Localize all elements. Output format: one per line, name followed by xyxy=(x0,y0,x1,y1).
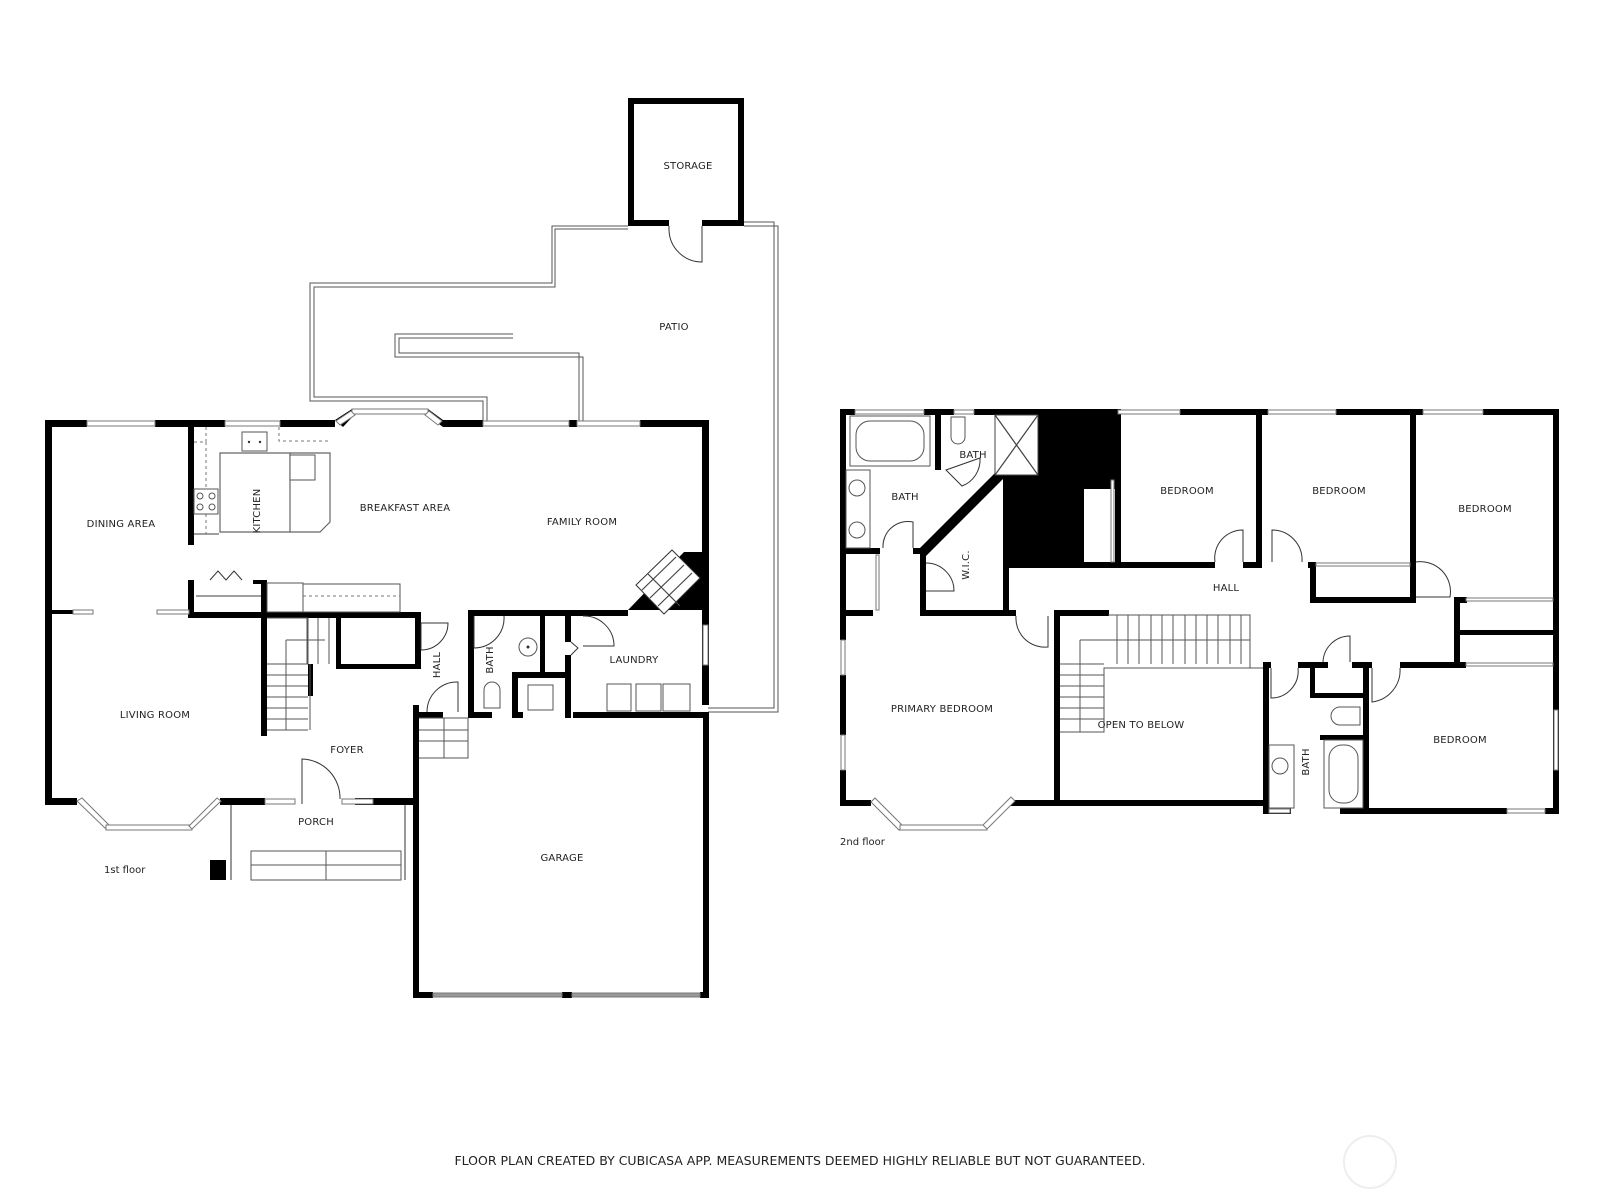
first-floor: STORAGE PATIO DINING AREA KITCHEN BREAKF… xyxy=(45,98,779,998)
breakfast-bay-window-icon xyxy=(335,408,443,427)
room-label-hall: HALL xyxy=(1213,583,1240,594)
room-label-bath: BATH xyxy=(485,646,496,673)
second-floor: BATH BATH W.I.C. BEDROOM BEDROOM BEDROOM… xyxy=(840,409,1559,848)
door-icon xyxy=(426,681,459,713)
room-label-bedroom-2: BEDROOM xyxy=(1312,486,1366,497)
door-icon xyxy=(1371,667,1401,703)
room-label-family-room: FAMILY ROOM xyxy=(547,517,617,528)
living-bay-window-icon xyxy=(76,797,222,831)
sliding-door-icon xyxy=(482,420,570,427)
room-label-garage: GARAGE xyxy=(540,853,583,864)
stove-icon xyxy=(193,488,219,515)
sink-icon xyxy=(241,431,268,452)
front-door-icon xyxy=(301,758,341,804)
toilet-icon xyxy=(950,416,966,445)
kitchen-fixtures xyxy=(193,427,401,613)
staircase-icon xyxy=(267,617,469,759)
door-icon xyxy=(1271,529,1303,563)
room-label-bath-hall: BATH xyxy=(1301,748,1312,775)
room-label-living-room: LIVING ROOM xyxy=(120,710,190,721)
floor-label-2nd: 2nd floor xyxy=(840,837,886,848)
room-label-laundry: LAUNDRY xyxy=(610,655,660,666)
window-icon xyxy=(224,420,281,427)
room-label-primary-bedroom: PRIMARY BEDROOM xyxy=(891,704,993,715)
room-label-bath-primary: BATH xyxy=(891,492,918,503)
room-label-storage: STORAGE xyxy=(663,161,712,172)
window-icon xyxy=(341,798,374,805)
disclaimer-text: FLOOR PLAN CREATED BY CUBICASA APP. MEAS… xyxy=(454,1153,1145,1168)
room-label-patio: PATIO xyxy=(659,322,688,333)
window-icon xyxy=(72,609,94,615)
window-icon xyxy=(264,798,296,805)
toilet-icon xyxy=(483,681,501,709)
room-label-foyer: FOYER xyxy=(330,745,363,756)
window-icon xyxy=(576,420,641,427)
porch-structure xyxy=(230,805,406,881)
fireplace-icon xyxy=(635,549,701,615)
door-icon xyxy=(582,615,615,647)
toilet-icon xyxy=(1330,706,1361,726)
door-icon xyxy=(1415,561,1451,598)
dryer-icon xyxy=(662,683,691,712)
door-icon xyxy=(1015,615,1049,648)
door-icon xyxy=(882,521,914,549)
vanity-icon xyxy=(1268,744,1295,809)
room-label-dining-area: DINING AREA xyxy=(87,519,156,530)
room-label-open-to-below: OPEN TO BELOW xyxy=(1098,720,1185,731)
utility-sink-icon xyxy=(606,683,632,712)
floor-label-1st: 1st floor xyxy=(104,865,146,876)
room-label-breakfast-area: BREAKFAST AREA xyxy=(360,503,451,514)
watermark-logo-icon xyxy=(1343,1135,1397,1189)
room-label-wic: W.I.C. xyxy=(961,550,972,579)
door-icon xyxy=(1270,667,1299,699)
primary-bay-window-icon xyxy=(870,796,1016,831)
door-icon xyxy=(473,615,505,649)
fixtures-2f xyxy=(845,415,1364,809)
storage-door-icon xyxy=(668,226,703,263)
room-label-bedroom-3: BEDROOM xyxy=(1458,504,1512,515)
room-label-kitchen: KITCHEN xyxy=(252,489,263,534)
door-icon xyxy=(1322,635,1351,663)
garage-door-icon xyxy=(432,992,563,998)
room-label-porch: PORCH xyxy=(298,817,334,828)
room-label-bedroom-1: BEDROOM xyxy=(1160,486,1214,497)
doors-1f xyxy=(420,615,615,713)
windows-2f xyxy=(840,409,1559,814)
door-icon xyxy=(945,457,981,487)
doors-2f xyxy=(882,457,1451,703)
patio-outline xyxy=(309,221,779,713)
door-icon xyxy=(925,562,955,592)
sink-icon xyxy=(1271,757,1289,775)
sink-icon xyxy=(848,521,866,539)
bath-laundry-fixtures xyxy=(483,637,691,712)
room-label-bath-wc: BATH xyxy=(959,450,986,461)
porch-steps-icon xyxy=(250,850,402,881)
sink-icon xyxy=(848,479,866,497)
room-label-hall: HALL xyxy=(432,652,443,679)
storage-structure xyxy=(628,98,744,263)
staircase-icon xyxy=(1060,614,1263,733)
window-icon xyxy=(86,420,156,427)
window-icon xyxy=(156,609,190,615)
garage-door-icon xyxy=(571,992,701,998)
window-icon xyxy=(702,624,709,666)
door-icon xyxy=(1214,529,1244,563)
washer-icon xyxy=(635,683,662,712)
door-icon xyxy=(420,622,449,651)
house-walls-2f xyxy=(840,409,1559,814)
room-label-bedroom-4: BEDROOM xyxy=(1433,735,1487,746)
water-heater-icon xyxy=(527,684,554,711)
house-walls-1f xyxy=(45,420,709,998)
